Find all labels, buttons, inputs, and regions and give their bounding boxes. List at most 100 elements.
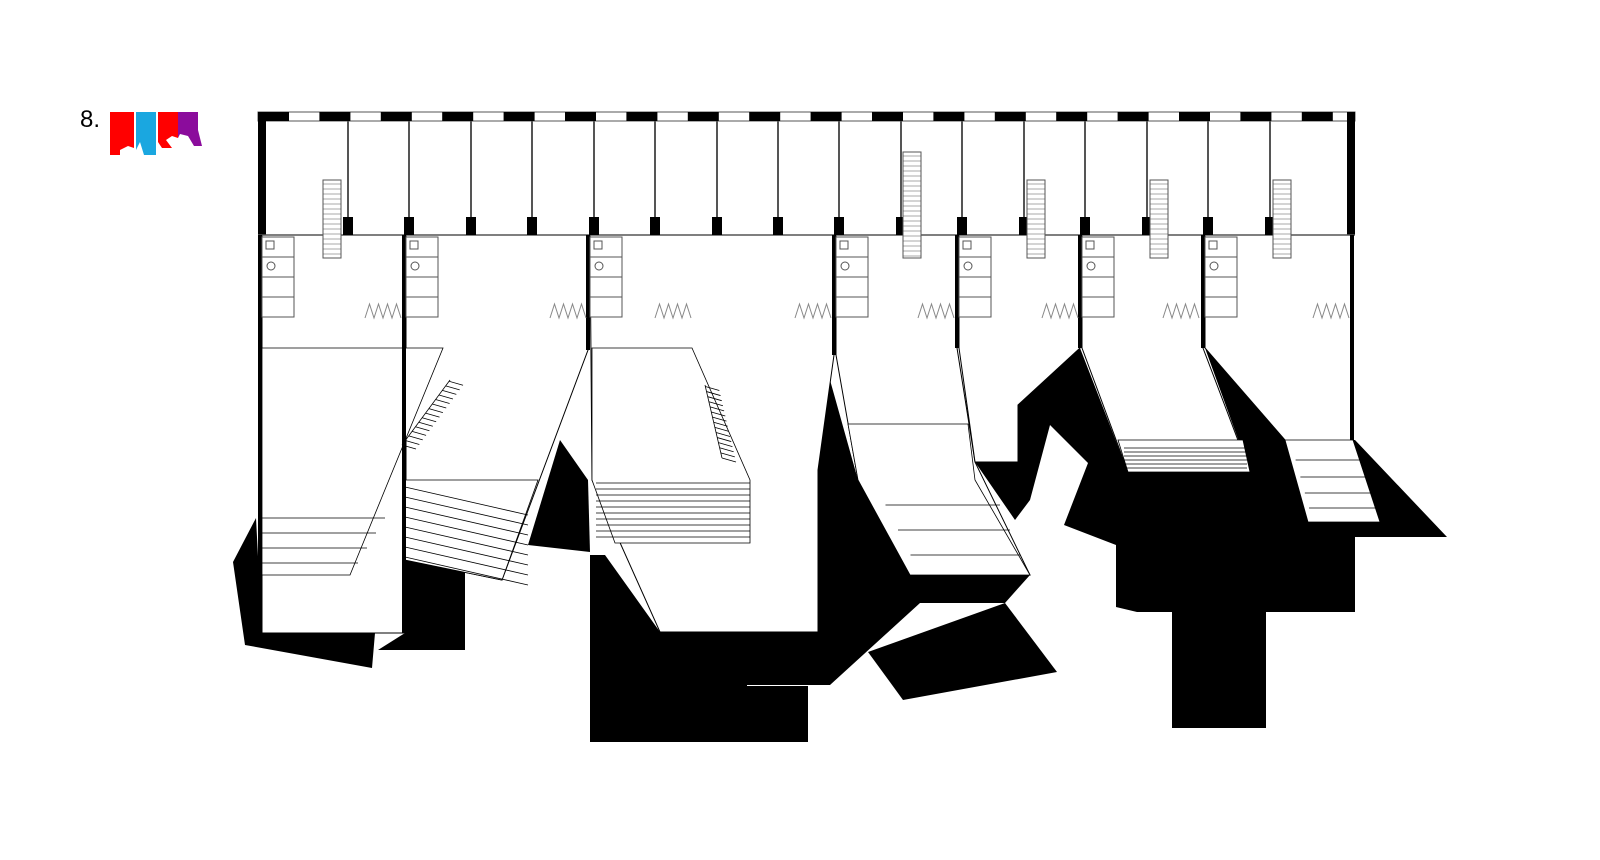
- hob-icon: [1209, 261, 1219, 271]
- kitchen-unit-6: [1081, 236, 1115, 318]
- stair-tread: [438, 394, 454, 400]
- stair-tread: [408, 435, 423, 441]
- stair-tread: [448, 380, 464, 386]
- stair-3: [1026, 179, 1046, 259]
- figure-number: 8.: [80, 106, 101, 133]
- wall-pier: [380, 112, 412, 121]
- stair-frame: [902, 151, 922, 259]
- volume-unit-4b: [868, 603, 1057, 700]
- wall-pier: [1179, 112, 1210, 121]
- kitchen-cabinet: [589, 236, 623, 258]
- kitchen-cabinet: [835, 236, 869, 258]
- curtain-zigzag: [1312, 302, 1350, 320]
- left-wall: [258, 112, 266, 235]
- stair-tread: [715, 432, 731, 437]
- wall-pier: [687, 112, 719, 121]
- curtain-zigzag: [364, 302, 402, 320]
- stair-tread: [435, 399, 450, 404]
- stair-tread: [719, 447, 734, 453]
- wall-pier: [810, 112, 842, 121]
- unit-divider-wall: [586, 235, 590, 350]
- stair-1: [322, 179, 342, 259]
- stair-tread: [415, 426, 430, 432]
- structure: [257, 111, 1356, 633]
- column: [773, 217, 783, 235]
- stair-tread: [404, 526, 529, 556]
- stair-tread: [711, 411, 726, 417]
- stair-tread: [404, 546, 529, 576]
- sink-icon: [1208, 240, 1218, 250]
- unit-divider-wall: [1201, 235, 1205, 348]
- kitchen-cabinet: [405, 236, 439, 258]
- column: [712, 217, 722, 235]
- stair-tread: [411, 430, 427, 436]
- stair-4: [1149, 179, 1169, 259]
- stair-tread: [714, 426, 729, 432]
- sink-icon: [962, 240, 972, 250]
- kitchen-unit-5: [958, 236, 992, 318]
- kitchen-cabinet: [1081, 296, 1115, 318]
- stair-tread: [445, 385, 460, 391]
- column: [650, 217, 660, 235]
- kitchen-cabinet: [405, 276, 439, 298]
- ramp-unit-7: [1284, 439, 1381, 523]
- stair-tread: [717, 437, 732, 442]
- kitchen-unit-2: [405, 236, 439, 318]
- wall-pier: [442, 112, 474, 121]
- stair-tread: [404, 516, 529, 546]
- stair-5: [1272, 179, 1292, 259]
- column: [466, 217, 476, 235]
- kitchen-cabinet: [1204, 276, 1238, 298]
- curtain-zigzag: [549, 302, 587, 320]
- unit-divider-wall: [955, 235, 959, 348]
- stair-tread: [422, 417, 437, 423]
- stair-tread: [404, 486, 529, 516]
- stair-tread: [418, 421, 433, 427]
- stair-tread: [707, 396, 722, 402]
- column: [1265, 217, 1275, 235]
- stair-tread: [720, 452, 735, 458]
- kitchen-cabinet: [589, 276, 623, 298]
- hob-icon: [963, 261, 973, 271]
- volume-unit-1: [233, 518, 375, 668]
- kitchen-unit-3: [589, 236, 623, 318]
- sink-icon: [839, 240, 849, 250]
- curtain-zigzag: [1041, 302, 1079, 320]
- wall-pier: [319, 112, 351, 121]
- stair-tread: [428, 408, 443, 413]
- volume-unit-2: [378, 560, 465, 650]
- stair-tread: [721, 457, 737, 463]
- column: [343, 217, 353, 235]
- stair-tread: [425, 412, 440, 418]
- sink-icon: [265, 240, 275, 250]
- stair-tread: [404, 496, 529, 526]
- hob-icon: [1086, 261, 1096, 271]
- stair-tread: [404, 506, 529, 536]
- wall-pier: [749, 112, 781, 121]
- stair-tread: [709, 406, 725, 412]
- curtain-zigzag: [917, 302, 955, 320]
- column: [957, 217, 967, 235]
- curtain-zigzag: [1162, 302, 1200, 320]
- column: [896, 217, 906, 235]
- column: [527, 217, 537, 235]
- wall-pier: [1056, 112, 1088, 121]
- kitchen-cabinet: [261, 236, 295, 258]
- sink-icon: [409, 240, 419, 250]
- wall-pier: [933, 112, 965, 121]
- wall-pier: [872, 112, 903, 121]
- stair-tread: [705, 386, 720, 391]
- volume-unit-4: [747, 380, 1030, 685]
- kitchen-unit-7: [1204, 236, 1238, 318]
- sink-icon: [1085, 240, 1095, 250]
- logo-block-2: [136, 112, 156, 155]
- column: [1019, 217, 1029, 235]
- kitchen-cabinet: [1081, 276, 1115, 298]
- volume-unit-3: [590, 555, 808, 742]
- stair-tread: [712, 416, 727, 422]
- unit-divider-wall: [258, 235, 262, 633]
- stair-tread: [708, 401, 724, 407]
- wall-pier: [1301, 112, 1333, 121]
- curtain-zigzag: [654, 302, 692, 320]
